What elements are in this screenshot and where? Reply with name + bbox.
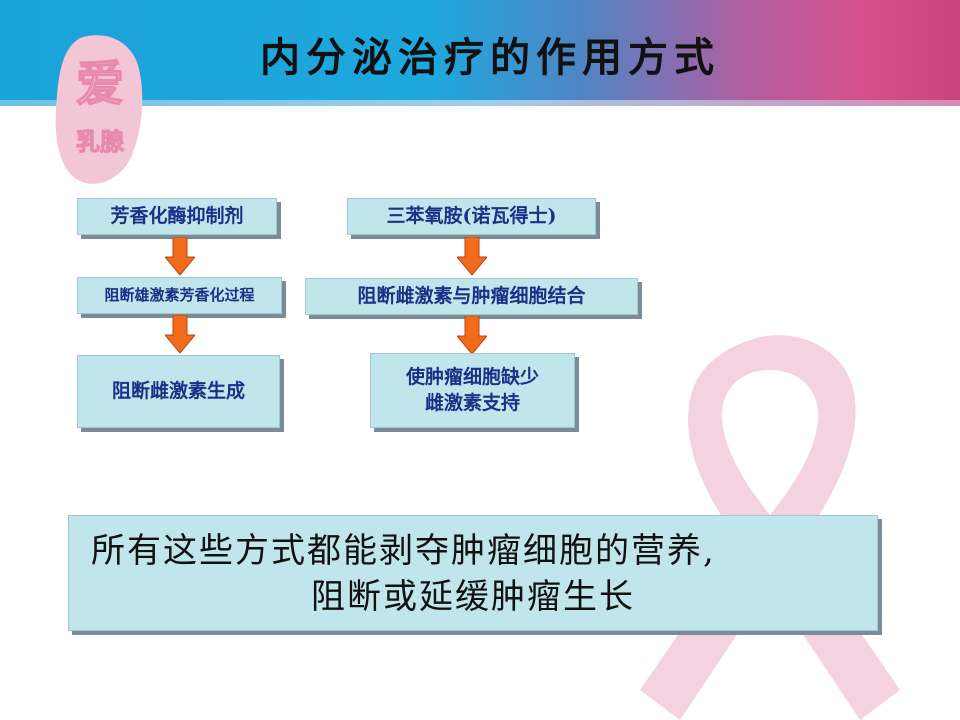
down-arrow-icon: [457, 316, 487, 355]
logo-text-top: 爱: [76, 56, 124, 112]
aromatase-inhibitor-box: 芳香化酶抑制剂: [77, 198, 277, 235]
estrogen-deprivation-box: 使肿瘤细胞缺少 雌激素支持: [370, 353, 575, 428]
estrogen-deprivation-line2: 雌激素支持: [424, 391, 520, 414]
down-arrow-icon: [165, 237, 195, 276]
summary-line1: 所有这些方式都能剥夺肿瘤细胞的营养,: [91, 531, 716, 571]
summary-box: 所有这些方式都能剥夺肿瘤细胞的营养, 阻断或延缓肿瘤生长: [68, 515, 878, 631]
header-band: [0, 0, 960, 103]
logo-text-bottom: 乳腺: [76, 128, 125, 156]
tamoxifen-box: 三苯氧胺(诺瓦得士): [347, 198, 596, 235]
breast-cancer-logo: 爱 乳腺: [55, 35, 143, 184]
block-androgen-aromatization-box: 阻断雄激素芳香化过程: [77, 277, 282, 314]
header-stripe: [0, 100, 960, 106]
summary-line2: 阻断或延缓肿瘤生长: [311, 577, 635, 617]
slide-title: 内分泌治疗的作用方式: [260, 34, 720, 81]
down-arrow-icon: [165, 315, 195, 354]
down-arrow-icon: [457, 237, 487, 276]
estrogen-deprivation-line1: 使肿瘤细胞缺少: [405, 365, 539, 388]
block-estrogen-production-box: 阻断雌激素生成: [77, 355, 280, 428]
block-estrogen-binding-box: 阻断雌激素与肿瘤细胞结合: [305, 278, 638, 315]
